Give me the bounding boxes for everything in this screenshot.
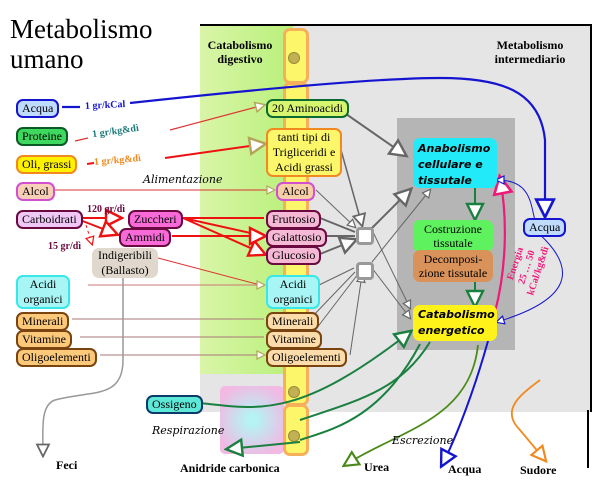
input-acidi-organici[interactable]: Acidi organici — [16, 275, 70, 309]
border-right-line — [587, 410, 589, 468]
output-acqua: Acqua — [448, 462, 482, 476]
intestine-villus-icon — [288, 386, 300, 398]
input-ammidi[interactable]: Ammidi — [119, 228, 172, 247]
title-line2: umano — [10, 44, 84, 74]
input-indigeribili[interactable]: Indigeribili (Ballasto) — [92, 248, 158, 278]
decomposizione-node[interactable]: Decomposi- zione tissutale — [413, 250, 493, 282]
output-anidride-carbonica: Anidride carbonica — [180, 461, 280, 475]
input-ossigeno[interactable]: Ossigeno — [146, 395, 203, 414]
input-acqua[interactable]: Acqua — [16, 99, 60, 118]
digested-fruttosio[interactable]: Fruttosio — [266, 210, 322, 229]
digested-oligoelementi[interactable]: Oligoelementi — [266, 348, 347, 367]
output-sudore: Sudore — [520, 463, 557, 477]
intestine-villus-icon — [288, 52, 300, 64]
escrezione-label: Escrezione — [392, 434, 454, 447]
digested-glucosio[interactable]: Glucosio — [266, 246, 322, 265]
output-urea: Urea — [364, 460, 390, 474]
input-proteine[interactable]: Proteine — [16, 127, 68, 146]
input-oli-grassi[interactable]: Oli, grassi — [16, 155, 78, 174]
catabolismo-digestivo-header: Catabolismo digestivo — [207, 38, 273, 66]
input-oligoelementi[interactable]: Oligoelementi — [16, 348, 97, 367]
costruzione-node[interactable]: Costruzione tissutale — [413, 220, 493, 252]
digested-alcol[interactable]: Alcol — [276, 182, 315, 201]
output-feci: Feci — [56, 458, 78, 472]
metabolismo-intermediario-header: Metabolismo intermediario — [494, 38, 566, 66]
digested-aminoacidi[interactable]: 20 Aminoacidi — [266, 99, 349, 118]
digested-vitamine[interactable]: Vitamine — [266, 330, 322, 349]
alimentazione-label: Alimentazione — [143, 173, 223, 186]
input-carboidrati[interactable]: Carboidrati — [16, 210, 83, 229]
input-zuccheri[interactable]: Zuccheri — [128, 210, 183, 229]
input-vitamine[interactable]: Vitamine — [16, 330, 72, 349]
hub-node — [356, 262, 374, 280]
intermediate-acqua[interactable]: Acqua — [523, 218, 567, 237]
input-minerali[interactable]: Minerali — [16, 312, 70, 331]
rate-carbo-indigeribili: 15 gr/dì — [48, 241, 82, 252]
digested-minerali[interactable]: Minerali — [266, 312, 320, 331]
rate-carbo-zuccheri: 120 gr/dì — [87, 204, 126, 215]
catabolismo-energetico-node[interactable]: Catabolismo energetico — [413, 305, 497, 341]
intestine-villus-icon — [288, 430, 300, 442]
digested-galattosio[interactable]: Galattosio — [266, 228, 328, 247]
respirazione-label: Respirazione — [152, 424, 225, 437]
anabolismo-node[interactable]: Anabolismo cellulare e tissutale — [413, 138, 497, 188]
digested-trigliceridi[interactable]: tanti tipi di Trigliceridi e Acidi grass… — [266, 128, 342, 177]
rate-acqua: 1 gr/kCal — [84, 98, 126, 113]
digested-acidi-organici[interactable]: Acidi organici — [266, 275, 320, 309]
input-alcol[interactable]: Alcol — [16, 182, 55, 201]
title-line1: Metabolismo — [10, 14, 153, 44]
hub-node — [356, 227, 374, 245]
